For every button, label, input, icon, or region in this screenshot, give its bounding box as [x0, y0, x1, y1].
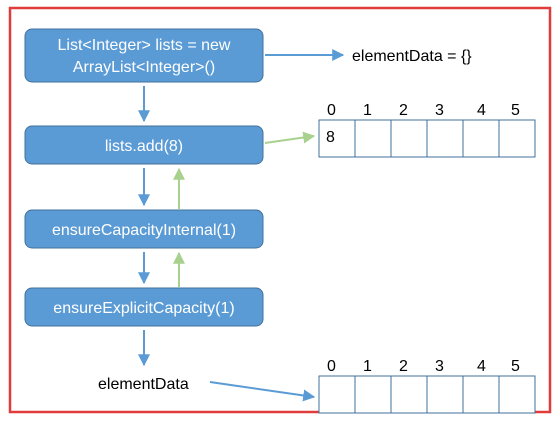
top-array-index: 1	[363, 102, 372, 119]
ensure-explicit-label: ensureExplicitCapacity(1)	[53, 300, 234, 317]
top-array-index: 2	[399, 102, 408, 119]
top-array: 8 0 1 2 3 4 5	[318, 102, 536, 158]
bottom-array-cell	[498, 375, 536, 414]
top-array-index: 3	[435, 102, 444, 119]
bottom-array-cell	[462, 375, 500, 414]
bottom-array-cell	[426, 375, 464, 414]
top-array-cell	[354, 119, 392, 158]
top-array-cell	[390, 119, 428, 158]
bottom-array-index: 5	[511, 358, 520, 375]
new-list-line2: ArrayList<Integer>()	[73, 59, 215, 76]
top-array-cell: 8	[318, 119, 356, 158]
element-data-label: elementData	[98, 376, 189, 393]
ensure-explicit-box: ensureExplicitCapacity(1)	[24, 287, 264, 327]
add-box: lists.add(8)	[24, 125, 264, 165]
add-label: lists.add(8)	[105, 138, 183, 155]
element-data-empty-label: elementData = {}	[352, 48, 472, 65]
top-array-index: 5	[511, 102, 520, 119]
bottom-array: 0 1 2 3 4 5	[318, 358, 536, 414]
ensure-internal-box: ensureCapacityInternal(1)	[24, 209, 264, 249]
arrow-add-to-top-array	[264, 131, 316, 144]
bottom-array-index: 1	[363, 358, 372, 375]
bottom-array-index: 4	[477, 358, 486, 375]
new-list-line1: List<Integer> lists = new	[58, 37, 231, 54]
new-list-box: List<Integer> lists = new ArrayList<Inte…	[24, 28, 264, 83]
top-array-cell	[426, 119, 464, 158]
bottom-array-cell	[354, 375, 392, 414]
top-array-cell	[498, 119, 536, 158]
ensure-internal-label: ensureCapacityInternal(1)	[52, 222, 236, 239]
bottom-array-index: 0	[327, 358, 336, 375]
outer-frame	[8, 6, 552, 414]
bottom-array-index: 3	[435, 358, 444, 375]
bottom-array-cell	[390, 375, 428, 414]
arrow-element-data-to-bottom-array	[209, 381, 316, 402]
top-array-index: 4	[477, 102, 486, 119]
top-array-cell	[462, 119, 500, 158]
bottom-array-index: 2	[399, 358, 408, 375]
top-array-index: 0	[327, 102, 336, 119]
bottom-array-cell	[318, 375, 356, 414]
top-array-cell-value: 8	[326, 129, 335, 146]
